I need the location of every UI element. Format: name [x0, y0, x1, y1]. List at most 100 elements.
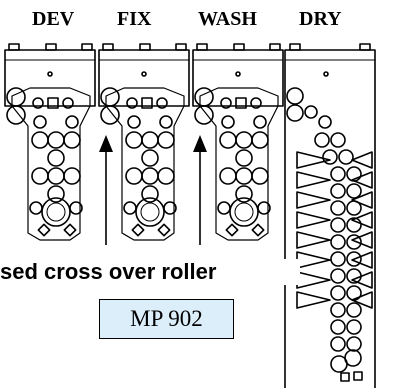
bottom-roller-right	[69, 201, 83, 215]
dryer-tab-left	[289, 43, 301, 51]
dryer-roller	[346, 183, 362, 199]
air-knife-right	[351, 291, 373, 309]
dryer-roller	[346, 217, 362, 233]
dryer-roller	[338, 149, 354, 165]
transport-roller	[31, 131, 49, 149]
drive-gear-right	[250, 97, 262, 109]
transport-roller	[235, 149, 253, 167]
dryer-roller	[346, 336, 362, 352]
transport-roller	[157, 167, 175, 185]
bottom-foot-left	[131, 223, 145, 237]
bottom-roller-left	[29, 201, 43, 215]
bottom-foot-left	[225, 223, 239, 237]
dryer-housing	[284, 49, 376, 388]
air-knife-left	[296, 191, 331, 209]
dryer-roller	[330, 285, 346, 301]
transport-roller	[141, 167, 159, 185]
crossover-roller-top	[6, 87, 26, 107]
transport-roller	[63, 131, 81, 149]
cross-over-arrow-head-2	[193, 135, 207, 152]
crossover-roller-bottom	[100, 105, 120, 125]
transport-roller	[141, 185, 159, 203]
bottom-roller-left	[217, 201, 231, 215]
dryer-roller	[314, 132, 330, 148]
drive-gear-right	[62, 97, 74, 109]
air-knife-right	[351, 171, 373, 189]
dryer-guide-roller	[304, 105, 318, 119]
transport-roller	[251, 167, 269, 185]
tank-label-dry: DRY	[299, 8, 342, 30]
dryer-roller	[330, 268, 346, 284]
transport-roller	[235, 167, 253, 185]
dryer-exit-guide	[340, 372, 350, 382]
dryer-roller	[330, 336, 346, 352]
drive-gear-left	[32, 97, 44, 109]
drive-gear-left	[126, 97, 138, 109]
mount-tab-right	[81, 43, 93, 51]
turnaround-roller	[135, 197, 165, 227]
transport-roller	[235, 131, 253, 149]
transport-roller	[47, 131, 65, 149]
air-knife-left	[296, 291, 331, 309]
air-knife-right	[351, 211, 373, 229]
transport-roller	[235, 185, 253, 203]
air-knife-right	[351, 151, 373, 169]
transport-roller	[141, 131, 159, 149]
dryer-roller	[330, 302, 346, 318]
tank-label-dev: DEV	[32, 8, 75, 30]
pivot-hole	[47, 71, 53, 77]
tank-dev	[4, 43, 96, 241]
mount-tab-left	[196, 43, 208, 51]
dryer-exit-guide	[353, 371, 363, 381]
dryer-tab-right	[359, 43, 371, 51]
dryer-roller	[346, 234, 362, 250]
bottom-foot-right	[251, 223, 265, 237]
air-knife-left	[296, 231, 331, 249]
tank-label-wash: WASH	[198, 8, 257, 30]
crossover-roller-top	[194, 87, 214, 107]
mount-tab-center	[45, 43, 57, 51]
bottom-roller-left	[123, 201, 137, 215]
dryer-pivot-hole	[323, 71, 329, 77]
transport-roller	[63, 167, 81, 185]
transport-roller	[219, 131, 237, 149]
turnaround-roller-hub	[46, 202, 66, 222]
dryer-roller	[346, 319, 362, 335]
dryer-roller	[346, 302, 362, 318]
transport-roller	[125, 131, 143, 149]
bottom-roller-right	[163, 201, 177, 215]
dryer-roller	[346, 251, 362, 267]
dryer-roller	[330, 319, 346, 335]
guide-roller-upper-left	[127, 115, 141, 129]
transport-roller	[47, 185, 65, 203]
transport-roller	[47, 167, 65, 185]
cross-over-caption: sed cross over roller	[0, 259, 300, 285]
crossover-roller-bottom	[6, 105, 26, 125]
cross-over-arrow-head-1	[99, 135, 113, 152]
crossover-roller-top	[100, 87, 120, 107]
guide-roller-upper-right	[159, 115, 173, 129]
mount-tab-right	[269, 43, 281, 51]
dryer-roller	[322, 149, 338, 165]
mount-tab-left	[102, 43, 114, 51]
dryer-roller	[330, 166, 346, 182]
air-knife-left	[296, 251, 331, 269]
mount-tab-center	[139, 43, 151, 51]
tank-wash	[192, 43, 284, 241]
transport-roller	[251, 131, 269, 149]
drive-gear-left	[220, 97, 232, 109]
transport-roller	[219, 167, 237, 185]
drive-block	[235, 97, 247, 109]
bottom-roller-right	[257, 201, 271, 215]
air-knife-right	[351, 231, 373, 249]
dryer-roller	[330, 251, 346, 267]
dryer-guide-roller	[318, 115, 332, 129]
turnaround-roller	[229, 197, 259, 227]
bottom-foot-left	[37, 223, 51, 237]
cross-over-arrows	[99, 135, 207, 245]
air-knife-left	[296, 151, 331, 169]
drive-block	[47, 97, 59, 109]
air-knife-right	[351, 271, 373, 289]
crossover-roller-bottom	[194, 105, 214, 125]
